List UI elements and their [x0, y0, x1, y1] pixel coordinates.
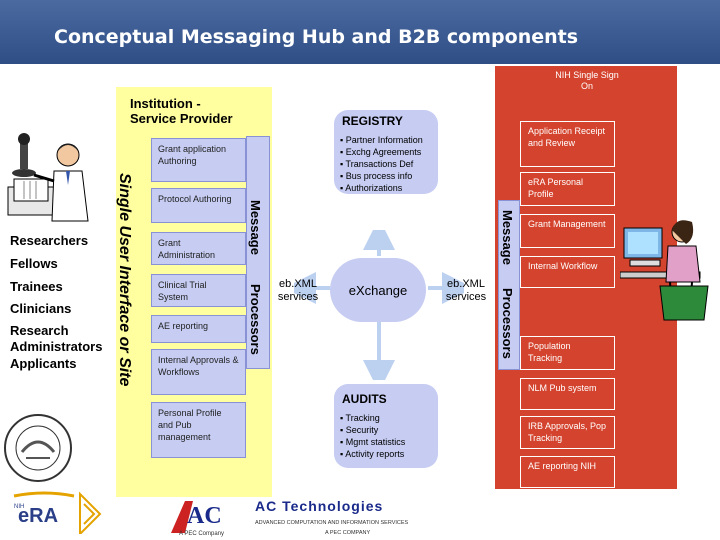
nih-box-grant-management: Grant Management [520, 214, 615, 248]
left-message-label: Message [248, 200, 263, 255]
people-clinicians: Clinicians [10, 301, 72, 316]
people-applicants: Applicants [10, 356, 77, 371]
exchange-label: eXchange [348, 282, 408, 298]
company-name: AC Technologies [255, 498, 383, 514]
nih-title: NIH Single Sign On [555, 70, 619, 91]
audits-item: Activity reports [340, 448, 405, 460]
box-clinical-trial-system: Clinical Trial System [151, 274, 246, 307]
box-protocol-authoring: Protocol Authoring [151, 188, 246, 223]
title-bar: Conceptual Messaging Hub and B2B compone… [0, 0, 720, 64]
audits-title: AUDITS [342, 392, 387, 406]
box-grant-administration: Grant Administration [151, 232, 246, 265]
left-processors-label: Processors [248, 284, 263, 355]
nih-box-era-profile: eRA Personal Profile [520, 172, 615, 206]
registry-item: Exchg Agreements [340, 146, 423, 158]
registry-item: Transactions Def [340, 158, 423, 170]
box-internal-approvals: Internal Approvals & Workflows [151, 349, 246, 395]
page-title: Conceptual Messaging Hub and B2B compone… [54, 26, 579, 48]
ac-logo-subtext: A PEC Company [179, 531, 224, 537]
people-fellows: Fellows [10, 256, 58, 271]
era-logo-prefix: NIH [14, 504, 24, 510]
exchange-arrows [294, 230, 464, 380]
registry-item: Authorizations [340, 182, 423, 194]
registry-list: Partner Information Exchg Agreements Tra… [340, 134, 423, 194]
nih-box-internal-workflow: Internal Workflow [520, 256, 615, 288]
audits-list: Tracking Security Mgmt statistics Activi… [340, 412, 405, 460]
single-user-interface-label: Single User Interface or Site [116, 173, 133, 387]
people-researchers: Researchers [10, 233, 89, 248]
era-logo: eRA NIH [8, 491, 102, 534]
nih-box-nlm-pub: NLM Pub system [520, 378, 615, 410]
right-ebxml-services: eb.XML services [445, 278, 487, 303]
nih-box-irb-approvals: IRB Approvals, Pop Tracking [520, 416, 615, 449]
nih-box-application-receipt: Application Receipt and Review [520, 121, 615, 167]
left-message-processor-bar [246, 136, 270, 369]
institution-title: Institution - Service Provider [130, 96, 233, 126]
nih-box-ae-reporting-nih: AE reporting NIH [520, 456, 615, 488]
left-ebxml-services: eb.XML services [277, 278, 319, 303]
exchange-node: eXchange [330, 258, 426, 322]
nih-staff-illustration [620, 220, 709, 321]
registry-item: Bus process info [340, 170, 423, 182]
researcher-illustration [7, 133, 89, 222]
nih-box-population-tracking: Population Tracking [520, 336, 615, 370]
registry-title: REGISTRY [342, 114, 403, 128]
company-tagline: ADVANCED COMPUTATION AND INFORMATION SER… [255, 520, 409, 526]
people-trainees: Trainees [10, 279, 63, 294]
ac-logo-mark: AC [187, 503, 222, 529]
box-ae-reporting: AE reporting [151, 315, 246, 343]
right-message-processor-bar [498, 200, 520, 370]
era-logo-text: eRA [18, 505, 58, 527]
registry-item: Partner Information [340, 134, 423, 146]
audits-item: Tracking [340, 412, 405, 424]
box-grant-application-authoring: Grant application Authoring [151, 138, 246, 182]
box-personal-profile: Personal Profile and Pub management [151, 402, 246, 458]
people-research-administrators: Research Administrators [10, 323, 103, 354]
nih-seal-logo [4, 414, 72, 482]
ac-technologies-logo: AC A PEC Company AC Technologies ADVANCE… [171, 498, 409, 537]
right-message-label: Message [500, 210, 515, 265]
registry-box: REGISTRY Partner Information Exchg Agree… [334, 110, 438, 194]
audits-item: Security [340, 424, 405, 436]
audits-item: Mgmt statistics [340, 436, 406, 448]
company-parent: A PEC COMPANY [325, 530, 370, 536]
right-processors-label: Processors [500, 288, 515, 359]
audits-box: AUDITS Tracking Security Mgmt statistics… [334, 384, 438, 468]
